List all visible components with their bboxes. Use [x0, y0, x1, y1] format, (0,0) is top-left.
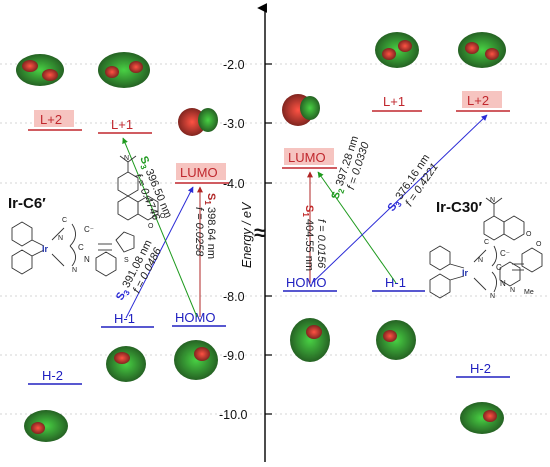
level-label-right-LUMO: LUMO: [288, 150, 326, 165]
atom-right-6: N: [490, 197, 495, 204]
structure-left: [11, 155, 159, 277]
atom-right-8: C⁻: [500, 249, 510, 258]
svg-text:S1: S1: [203, 193, 217, 205]
svg-text:f = 0.0258: f = 0.0258: [193, 207, 205, 257]
orbital-images: [16, 32, 506, 442]
atom-right-2: C: [496, 263, 502, 272]
molecule-name-right: Ir-C30′: [436, 199, 483, 216]
orbital-left-HOMO: [174, 340, 218, 380]
energy-levels-right: [282, 110, 510, 378]
tick-label-minus-2: -2.0: [223, 58, 245, 72]
arrow-right-s3-blue: [311, 114, 488, 284]
transition-label-left-green: S3 396.50 nm f = 0.4746: [132, 154, 174, 222]
label-bg-right-LUMO: [284, 148, 334, 165]
orbital-left-H-2: [24, 410, 68, 442]
orbital-right-H-1: [376, 320, 416, 360]
atom-left-3: N: [72, 267, 77, 274]
tick-label-minus-4: -4.0: [223, 177, 245, 191]
tick-label-minus-3: -3.0: [223, 117, 245, 131]
atom-right-7: N: [510, 287, 515, 294]
level-label-left-HOMO: HOMO: [175, 310, 215, 325]
level-label-left-L+2: L+2: [40, 112, 62, 127]
arrow-left-s3-blue: [125, 186, 194, 319]
arrow-right-s2-green: [317, 171, 397, 284]
atom-right-1: N: [478, 257, 483, 264]
orbital-right-L+2: [458, 32, 506, 68]
orbital-right-LUMO: [282, 94, 320, 126]
transition-label-left-red: S1 398.64 nm f = 0.0258: [193, 193, 217, 259]
transition-label-right-blue: S3 376.16 nm f = 0.4221: [386, 152, 441, 215]
atom-left-5: O: [160, 213, 166, 220]
molecule-name-left: Ir-C6′: [8, 195, 46, 212]
tick-label-minus-8: -8.0: [223, 290, 245, 304]
orbital-left-H-1: [106, 346, 146, 382]
atom-right-9: N: [500, 279, 506, 288]
orbital-left-L+2: [16, 54, 64, 86]
structure-right-atoms: Ir C N C N O O N N C⁻ N Me: [462, 197, 542, 300]
orbital-right-L+1: [375, 32, 419, 68]
structure-left-atoms: Ir C N C N O O N S C⁻ N: [42, 155, 166, 274]
level-label-right-H-2: H-2: [470, 361, 491, 376]
level-label-right-HOMO: HOMO: [286, 275, 326, 290]
svg-text:f = 0.0156: f = 0.0156: [315, 219, 327, 269]
orbital-right-HOMO: [290, 318, 330, 362]
atom-left-7: S: [124, 257, 129, 264]
atom-right-0: C: [484, 239, 489, 246]
svg-text:S3: S3: [114, 286, 132, 303]
level-label-right-L+2: L+2: [467, 93, 489, 108]
atom-left-1: N: [58, 235, 63, 242]
atom-left-4: O: [148, 223, 154, 230]
atom-left-8: C⁻: [84, 225, 94, 234]
gridlines: [0, 63, 550, 415]
svg-text:S1: S1: [301, 205, 315, 217]
atom-right-4: O: [526, 231, 532, 238]
atom-right-5: O: [536, 241, 542, 248]
structure-right: [429, 197, 543, 299]
axis-title: Energy / eV: [240, 201, 254, 268]
svg-text:S3: S3: [135, 154, 153, 171]
energy-levels-left: [28, 129, 229, 385]
svg-text:404.55 nm: 404.55 nm: [303, 219, 315, 271]
label-bg-left-LUMO: [176, 163, 226, 180]
substituent-methyl: Me: [524, 289, 534, 296]
svg-text:S3: S3: [386, 197, 405, 215]
transition-label-right-green: S2 397.28 nm f = 0.0330: [329, 134, 372, 201]
level-label-left-L+1: L+1: [111, 117, 133, 132]
atom-left-0: C: [62, 217, 67, 224]
atom-right-ir: Ir: [462, 268, 469, 278]
atom-right-3: N: [490, 293, 495, 300]
level-label-right-L+1: L+1: [383, 94, 405, 109]
level-labels: L+2 L+1 LUMO H-1 HOMO H-2 L+1 L+2 LUMO H…: [34, 91, 502, 383]
atom-left-2: C: [78, 243, 84, 252]
transition-arrows: [122, 114, 488, 319]
label-bg-left-L+2: [34, 110, 74, 127]
level-label-left-H-2: H-2: [42, 368, 63, 383]
svg-text:S2: S2: [329, 185, 346, 201]
atom-left-9: N: [84, 255, 90, 264]
orbital-left-L+1: [98, 52, 150, 88]
energy-axis: -2.0 -3.0 -4.0 -8.0 -9.0 -10.0 Energy / …: [219, 3, 272, 462]
svg-text:398.64 nm: 398.64 nm: [205, 207, 217, 259]
label-bg-right-L+2: [462, 91, 502, 108]
level-label-left-H-1: H-1: [114, 311, 135, 326]
orbital-right-H-2: [460, 402, 504, 434]
atom-left-6: N: [124, 155, 129, 162]
atom-left-ir: Ir: [42, 244, 49, 254]
axis-break-symbol: ≈: [254, 220, 266, 245]
level-label-left-LUMO: LUMO: [180, 165, 218, 180]
arrow-left-s3-green: [122, 137, 198, 318]
tick-label-minus-10: -10.0: [219, 408, 248, 422]
transition-label-right-red: S1 404.55 nm f = 0.0156: [301, 205, 327, 271]
tick-label-minus-9: -9.0: [223, 349, 245, 363]
orbital-left-LUMO: [178, 108, 218, 136]
